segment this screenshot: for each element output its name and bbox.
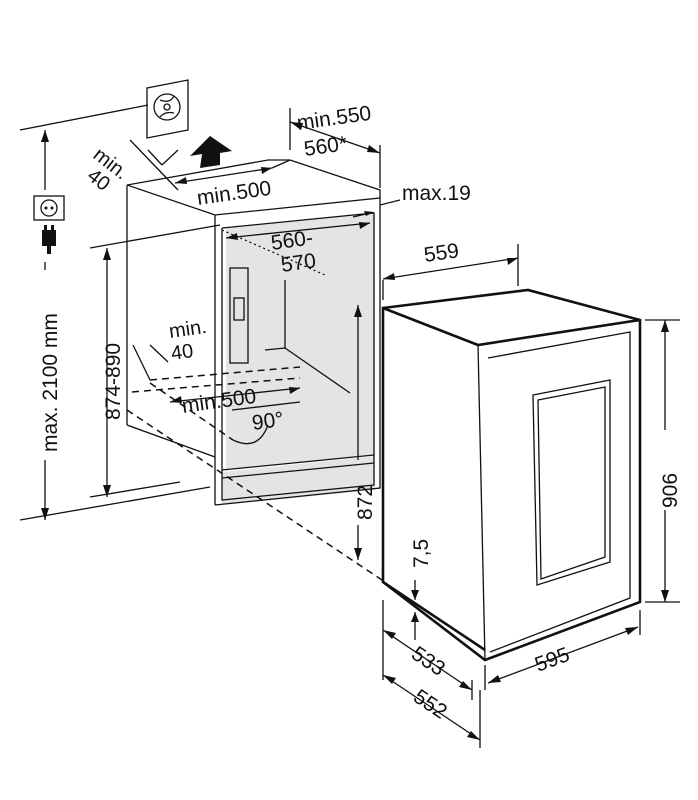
airflow-up-arrow-icon — [190, 136, 232, 168]
niche-cabinet — [126, 159, 381, 506]
label-depth-552: 552 — [409, 685, 451, 724]
label-front-offset-max: max.19 — [402, 182, 471, 205]
label-bottom-gap-value: 40 — [170, 340, 195, 365]
label-niche-width-2: 570 — [279, 249, 317, 277]
label-appliance-width-top: 559 — [422, 239, 460, 267]
label-door-offset: 7,5 — [410, 539, 433, 568]
label-depth-533: 533 — [407, 642, 449, 681]
dimension-lines — [41, 108, 680, 748]
label-bottom-gap-min: min. — [168, 316, 208, 343]
dimension-labels: min.550 560* min. 40 min.500 max.19 560-… — [39, 102, 682, 724]
label-top-depth-alt: 560* — [302, 132, 348, 161]
floor-projection-dashed — [126, 366, 386, 583]
power-plug-icon — [42, 225, 56, 254]
label-appliance-height-inner: 872 — [354, 485, 377, 520]
label-appliance-height: 906 — [659, 473, 682, 508]
label-door-angle: 90° — [250, 408, 285, 435]
label-niche-height: 874-890 — [102, 343, 125, 420]
label-appliance-width: 595 — [532, 643, 573, 677]
appliance-cabinet — [381, 288, 642, 662]
label-top-depth-min: min.550 — [295, 102, 372, 135]
ventilation-fan-icon — [146, 79, 189, 139]
label-top-width-min: min.500 — [195, 177, 272, 210]
label-max-height: max. 2100 mm — [39, 313, 62, 452]
power-socket-icon — [33, 195, 65, 221]
floor-reference-lines — [19, 104, 221, 521]
